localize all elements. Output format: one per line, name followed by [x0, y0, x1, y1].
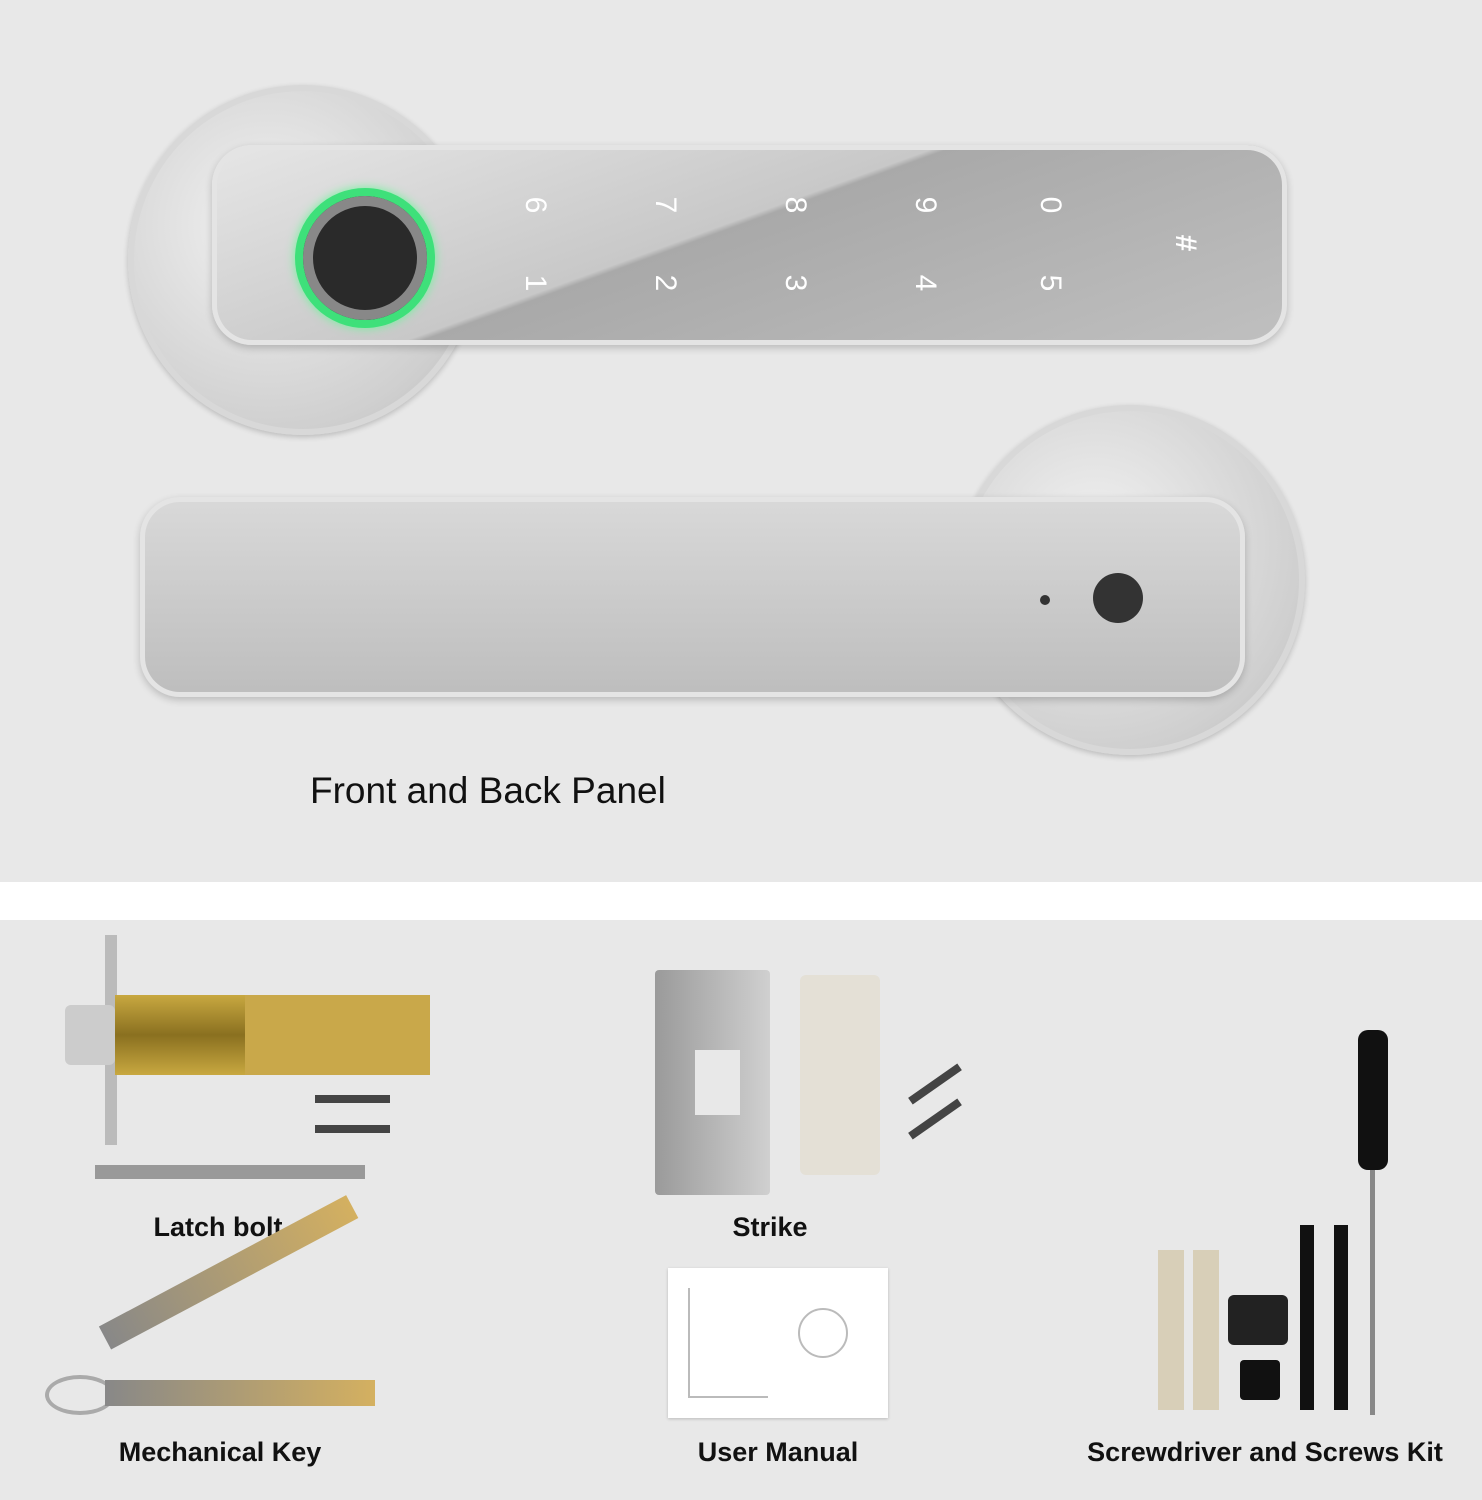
- latch-bolt-image: [55, 935, 435, 1185]
- back-handle: [140, 497, 1245, 697]
- label-user-manual: User Manual: [697, 1437, 859, 1467]
- key-6: 6: [519, 196, 552, 214]
- key-9: 9: [909, 196, 942, 214]
- key-2: 2: [649, 274, 682, 292]
- mechanical-key-image: [45, 1195, 375, 1415]
- label-latch-bolt: Latch bolt: [153, 1212, 283, 1242]
- key-8: 8: [779, 196, 812, 214]
- fingerprint-sensor: [295, 188, 435, 328]
- indicator-dot: [1040, 595, 1050, 605]
- key-1: 1: [519, 274, 552, 292]
- key-3: 3: [779, 274, 812, 292]
- screwdriver-screws-image: [1150, 1030, 1410, 1415]
- key-hash: #: [1169, 234, 1202, 252]
- label-strike: Strike: [732, 1212, 808, 1242]
- key-7: 7: [649, 196, 682, 214]
- user-manual-image: [668, 1268, 888, 1418]
- strike-image: [640, 970, 980, 1195]
- label-screwdriver-screws-kit: Screwdriver and Screws Kit: [1087, 1437, 1443, 1467]
- top-caption: Front and Back Panel: [310, 770, 666, 811]
- key-5: 5: [1034, 274, 1067, 292]
- key-4: 4: [909, 274, 942, 292]
- label-mechanical-key: Mechanical Key: [118, 1437, 322, 1467]
- key-0: 0: [1034, 196, 1067, 214]
- back-sensor: [1093, 573, 1143, 623]
